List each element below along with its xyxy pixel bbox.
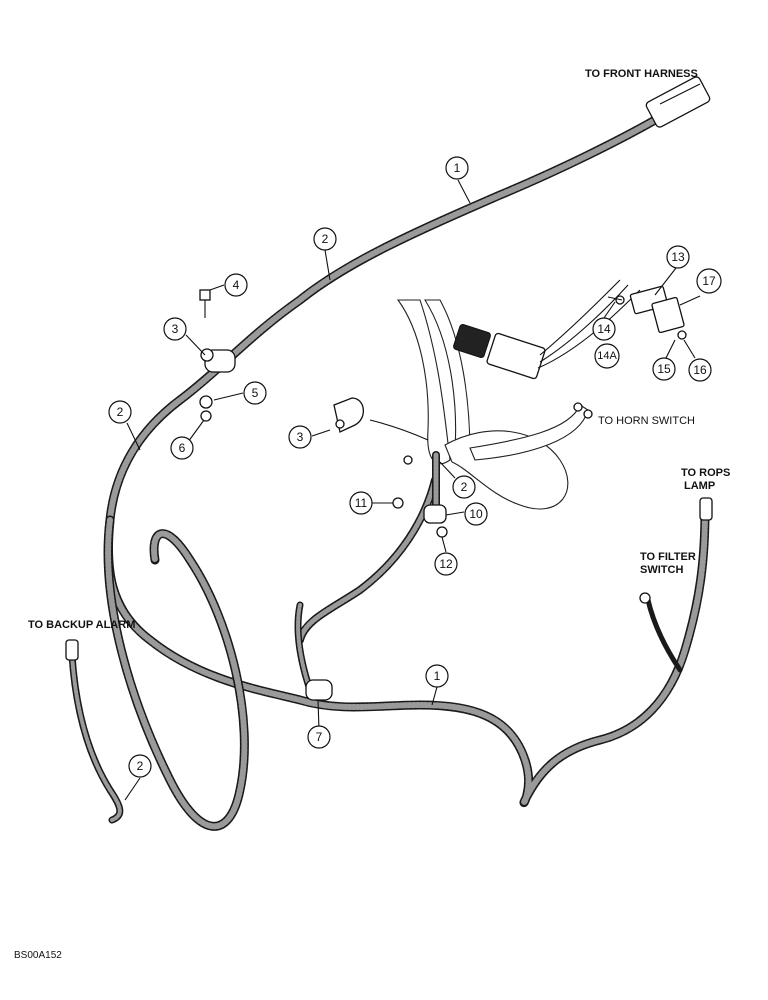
callout-10: 10 <box>464 502 488 526</box>
svg-text:11: 11 <box>355 496 368 510</box>
callout-12: 12 <box>434 552 458 576</box>
callout-5: 5 <box>243 381 267 405</box>
label-to-backup-alarm: TO BACKUP ALARM <box>28 619 135 631</box>
svg-text:14A: 14A <box>597 350 617 362</box>
callout-3-upper: 3 <box>163 317 187 341</box>
filter-switch-terminal <box>639 592 651 604</box>
svg-text:4: 4 <box>233 278 240 292</box>
label-to-filter-switch-line2: SWITCH <box>640 564 683 576</box>
washer-part-6 <box>200 410 212 422</box>
label-to-front-harness: TO FRONT HARNESS <box>585 68 698 80</box>
main-harness <box>68 115 710 831</box>
backup-alarm-connector <box>65 639 79 661</box>
front-harness-connector <box>645 76 711 128</box>
svg-text:14: 14 <box>597 322 611 336</box>
label-to-horn-switch: TO HORN SWITCH <box>598 415 695 427</box>
svg-text:3: 3 <box>297 430 304 444</box>
svg-text:16: 16 <box>693 363 707 377</box>
callout-17: 17 <box>696 268 722 294</box>
callout-2-left: 2 <box>108 400 132 424</box>
callout-1-top: 1 <box>445 156 469 180</box>
flat-cable-bundle <box>396 299 589 510</box>
clamp-part-3-loose <box>333 397 429 441</box>
clamp-part-7 <box>305 679 333 701</box>
callout-4: 4 <box>224 273 248 297</box>
svg-text:6: 6 <box>179 441 186 455</box>
callout-14a: 14A <box>594 343 620 369</box>
svg-text:17: 17 <box>702 274 716 288</box>
callout-16: 16 <box>688 358 712 382</box>
rops-lamp-connector <box>699 497 713 521</box>
callout-7: 7 <box>307 725 331 749</box>
svg-text:7: 7 <box>316 730 323 744</box>
bolt-part-4 <box>199 289 211 318</box>
callout-2-bottom: 2 <box>128 754 152 778</box>
svg-text:5: 5 <box>252 386 259 400</box>
svg-text:12: 12 <box>439 557 453 571</box>
callout-2-center: 2 <box>452 475 476 499</box>
svg-text:2: 2 <box>461 480 468 494</box>
svg-text:2: 2 <box>322 232 329 246</box>
clamp-part-3-upper <box>200 348 236 373</box>
label-to-rops-lamp-line1: TO ROPS <box>681 467 730 479</box>
terminal-ring-center <box>403 455 413 465</box>
callout-2-top: 2 <box>313 227 337 251</box>
callout-14: 14 <box>592 317 616 341</box>
svg-text:1: 1 <box>454 161 461 175</box>
nut-part-5 <box>199 395 213 409</box>
switch-assembly <box>607 285 687 340</box>
label-to-rops-lamp-line2: LAMP <box>684 480 715 492</box>
bolt-part-11 <box>392 497 404 509</box>
leader-lines <box>124 179 701 801</box>
svg-text:15: 15 <box>657 362 671 376</box>
svg-text:3: 3 <box>172 322 179 336</box>
figure-code: BS00A152 <box>14 950 62 961</box>
terminal-ring-horn <box>573 402 593 419</box>
callout-13: 13 <box>666 245 690 269</box>
nut-part-12 <box>436 526 448 538</box>
svg-text:13: 13 <box>671 250 685 264</box>
svg-text:2: 2 <box>117 405 124 419</box>
callout-1-bottom: 1 <box>425 664 449 688</box>
callout-3-center: 3 <box>288 425 312 449</box>
clamp-part-10 <box>423 504 447 524</box>
svg-text:1: 1 <box>434 669 441 683</box>
callout-11: 11 <box>349 491 373 515</box>
center-connector <box>453 279 641 380</box>
svg-text:2: 2 <box>137 759 144 773</box>
callout-15: 15 <box>652 357 676 381</box>
svg-text:10: 10 <box>469 507 483 521</box>
callout-6: 6 <box>170 436 194 460</box>
label-to-filter-switch-line1: TO FILTER <box>640 551 696 563</box>
